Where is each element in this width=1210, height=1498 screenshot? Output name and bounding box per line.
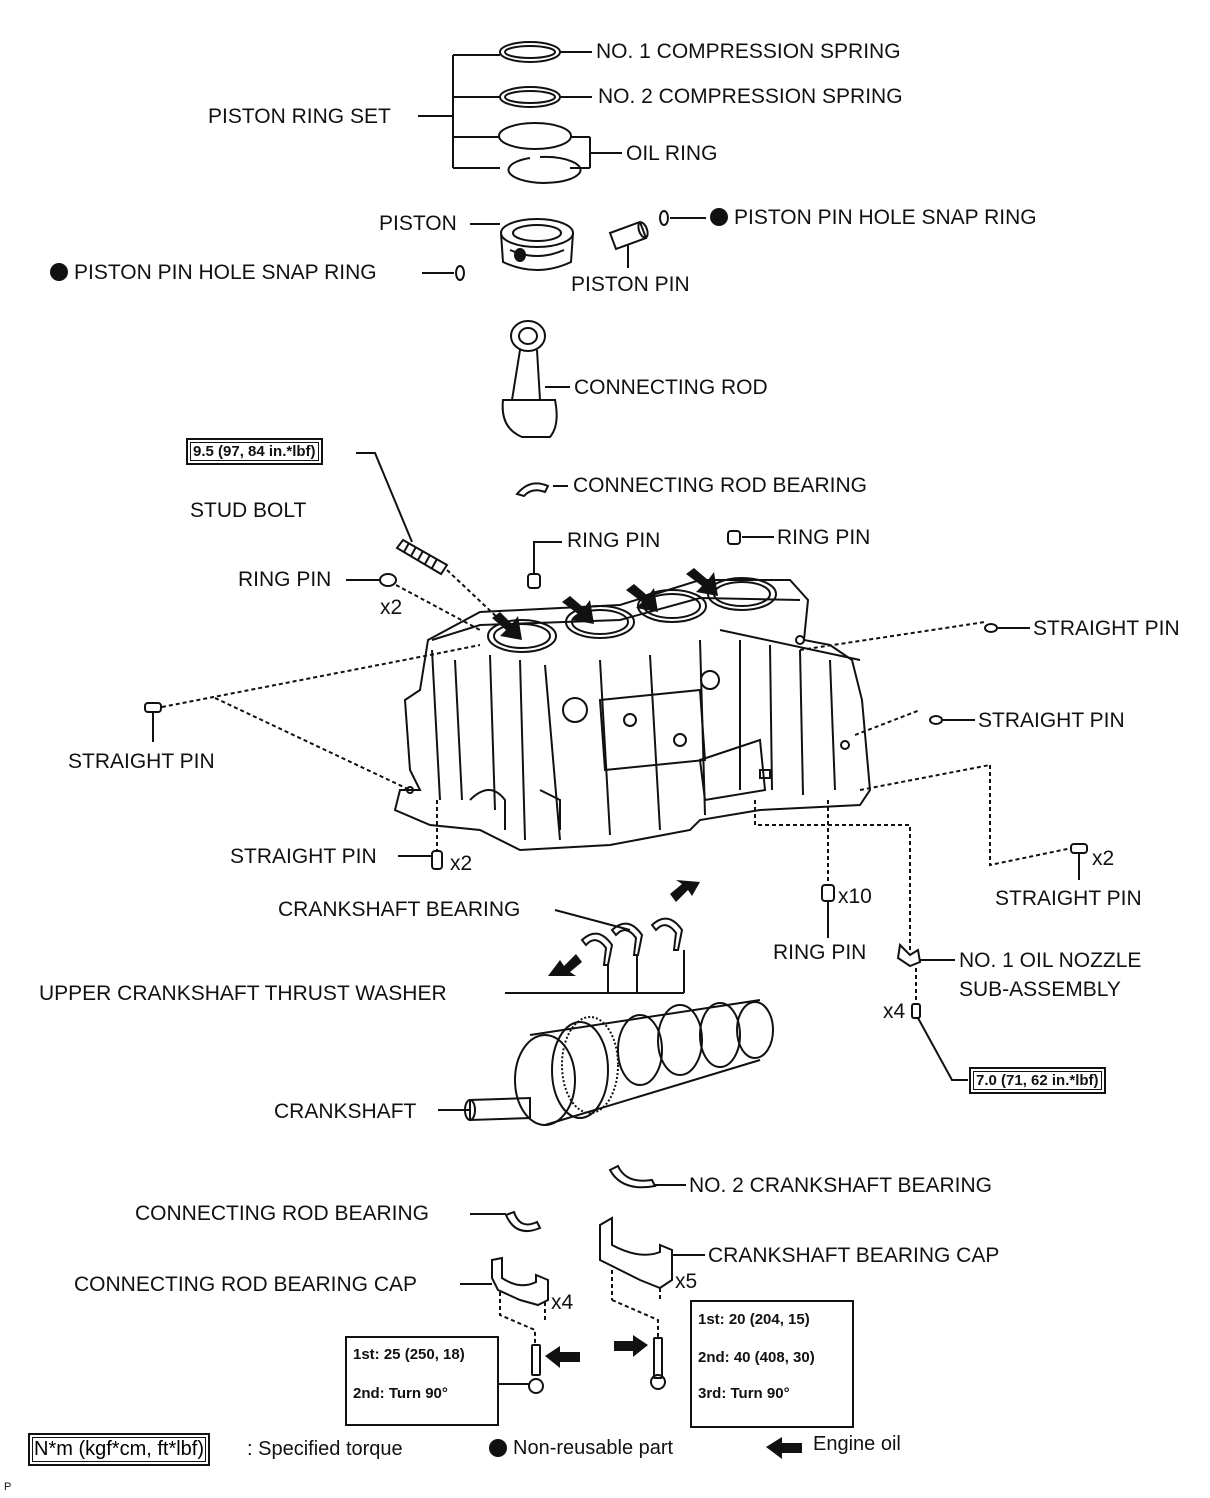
conrod-cap-bolt-icon xyxy=(497,1344,544,1394)
qty-ring-pin-x10: x10 xyxy=(838,885,872,908)
snap-ring-right-icon xyxy=(659,210,706,226)
straight-pin-left-icon xyxy=(144,702,162,742)
straight-pin-bottom-icon xyxy=(398,850,443,870)
torque-conrod-cap-2nd: 2nd: Turn 90° xyxy=(353,1385,448,1402)
ring-pin-b-icon xyxy=(727,530,774,545)
label-straight-pin-mr: STRAIGHT PIN xyxy=(978,709,1125,732)
label-straight-pin-tr: STRAIGHT PIN xyxy=(1033,617,1180,640)
torque-crank-cap-1st: 1st: 20 (204, 15) xyxy=(698,1311,810,1328)
crankshaft-bearing-cap-icon xyxy=(599,1216,705,1340)
non-reusable-dot-icon xyxy=(50,263,68,281)
label-no2-compression-spring: NO. 2 COMPRESSION SPRING xyxy=(598,85,903,108)
oil-ring-upper-icon xyxy=(498,122,572,150)
straight-pin-mr-icon xyxy=(929,715,975,725)
label-conrod-bearing-top: CONNECTING ROD BEARING xyxy=(573,474,868,497)
label-piston: PISTON xyxy=(379,212,457,235)
label-crankshaft-bearing: CRANKSHAFT BEARING xyxy=(278,898,521,921)
corner-mark: P xyxy=(4,1481,12,1493)
qty-oil-nozzle: x4 xyxy=(883,1000,906,1023)
non-reusable-dot-icon xyxy=(710,208,728,226)
legend-torque-unit: N*m (kgf*cm, ft*lbf) xyxy=(28,1433,211,1466)
qty-straight-pin-br: x2 xyxy=(1092,847,1115,870)
torque-oil-nozzle: 7.0 (71, 62 in.*lbf) xyxy=(969,1067,1106,1094)
label-oil-nozzle-1: NO. 1 OIL NOZZLE xyxy=(959,949,1142,972)
stud-bolt-icon xyxy=(356,452,501,621)
torque-conrod-cap: 1st: 25 (250, 18) 2nd: Turn 90° xyxy=(345,1336,499,1426)
conrod-bearing-upper-icon xyxy=(515,482,550,498)
label-connecting-rod: CONNECTING ROD xyxy=(574,376,768,399)
label-snap-ring-right: PISTON PIN HOLE SNAP RING xyxy=(710,207,1037,228)
no2-crankshaft-bearing-icon xyxy=(608,1164,686,1189)
conrod-bearing-lower-icon xyxy=(470,1210,542,1232)
conrod-bearing-cap-icon xyxy=(460,1256,549,1345)
non-reusable-dot-icon xyxy=(489,1439,507,1457)
label-straight-pin-bottom: STRAIGHT PIN xyxy=(230,845,377,868)
label-crank-bearing-cap: CRANKSHAFT BEARING CAP xyxy=(708,1244,1000,1267)
oil-nozzle-icon xyxy=(896,942,968,1081)
crankshaft-icon xyxy=(438,999,774,1126)
legend-torque-text: : Specified torque xyxy=(247,1438,403,1460)
piston-ring-set-illustration xyxy=(418,41,622,184)
crankshaft-bearing-icons xyxy=(505,909,685,994)
label-conrod-cap: CONNECTING ROD BEARING CAP xyxy=(74,1273,418,1296)
torque-crank-cap-2nd: 2nd: 40 (408, 30) xyxy=(698,1349,815,1366)
crank-cap-bolt-icon xyxy=(650,1337,666,1390)
label-oil-ring: OIL RING xyxy=(626,142,718,165)
label-straight-pin-left: STRAIGHT PIN xyxy=(68,750,215,773)
torque-conrod-cap-1st: 1st: 25 (250, 18) xyxy=(353,1346,465,1363)
label-piston-ring-set: PISTON RING SET xyxy=(208,105,391,128)
qty-crank-cap: x5 xyxy=(675,1270,698,1293)
label-crankshaft: CRANKSHAFT xyxy=(274,1100,417,1123)
label-snap-ring-left: PISTON PIN HOLE SNAP RING xyxy=(50,262,377,283)
piston-pin-icon xyxy=(608,220,649,268)
snap-ring-left-text: PISTON PIN HOLE SNAP RING xyxy=(74,261,377,284)
torque-crank-cap: 1st: 20 (204, 15) 2nd: 40 (408, 30) 3rd:… xyxy=(690,1300,854,1428)
label-piston-pin: PISTON PIN xyxy=(571,273,690,296)
label-no1-compression-spring: NO. 1 COMPRESSION SPRING xyxy=(596,40,901,63)
qty-conrod-cap: x4 xyxy=(551,1291,574,1314)
torque-crank-cap-3rd: 3rd: Turn 90° xyxy=(698,1385,790,1402)
ring-pin-c-icon xyxy=(346,573,481,631)
engine-oil-bearing-arrows xyxy=(548,880,700,976)
oil-ring-lower-icon xyxy=(507,155,582,184)
cylinder-block-icon xyxy=(393,577,872,852)
snap-ring-right-text: PISTON PIN HOLE SNAP RING xyxy=(734,206,1037,229)
engine-oil-arrow-icon xyxy=(766,1437,802,1459)
snap-ring-left-icon xyxy=(422,265,465,281)
engine-oil-bolt-arrows xyxy=(545,1335,648,1368)
label-upper-thrust-washer: UPPER CRANKSHAFT THRUST WASHER xyxy=(39,982,447,1005)
label-no2-crankshaft-bearing: NO. 2 CRANKSHAFT BEARING xyxy=(689,1174,993,1197)
legend-non-reusable: Non-reusable part xyxy=(513,1437,674,1459)
label-ring-pin-a: RING PIN xyxy=(567,529,661,552)
piston-icon xyxy=(470,218,574,271)
label-conrod-bearing-bottom: CONNECTING ROD BEARING xyxy=(135,1202,430,1225)
connecting-rod-icon xyxy=(501,320,570,438)
ring-pin-x10-icon xyxy=(821,884,835,938)
label-stud-bolt: STUD BOLT xyxy=(190,499,307,522)
engine-oil-bore-arrows xyxy=(492,568,718,640)
label-oil-nozzle-2: SUB-ASSEMBLY xyxy=(959,978,1121,1001)
label-straight-pin-br: STRAIGHT PIN xyxy=(995,887,1142,910)
qty-straight-pin-bottom: x2 xyxy=(450,852,473,875)
ring-pin-a-icon xyxy=(527,541,562,589)
label-ring-pin-b: RING PIN xyxy=(777,526,871,549)
legend-engine-oil: Engine oil xyxy=(813,1433,901,1455)
straight-pin-br-icon xyxy=(1070,843,1088,880)
torque-stud-bolt: 9.5 (97, 84 in.*lbf) xyxy=(186,438,323,465)
label-ring-pin-c: RING PIN xyxy=(238,568,332,591)
qty-ring-pin-c: x2 xyxy=(380,596,403,619)
assembly-dashed-lines xyxy=(161,621,1073,950)
straight-pin-tr-icon xyxy=(984,623,1030,633)
label-ring-pin-x10: RING PIN xyxy=(773,941,867,964)
